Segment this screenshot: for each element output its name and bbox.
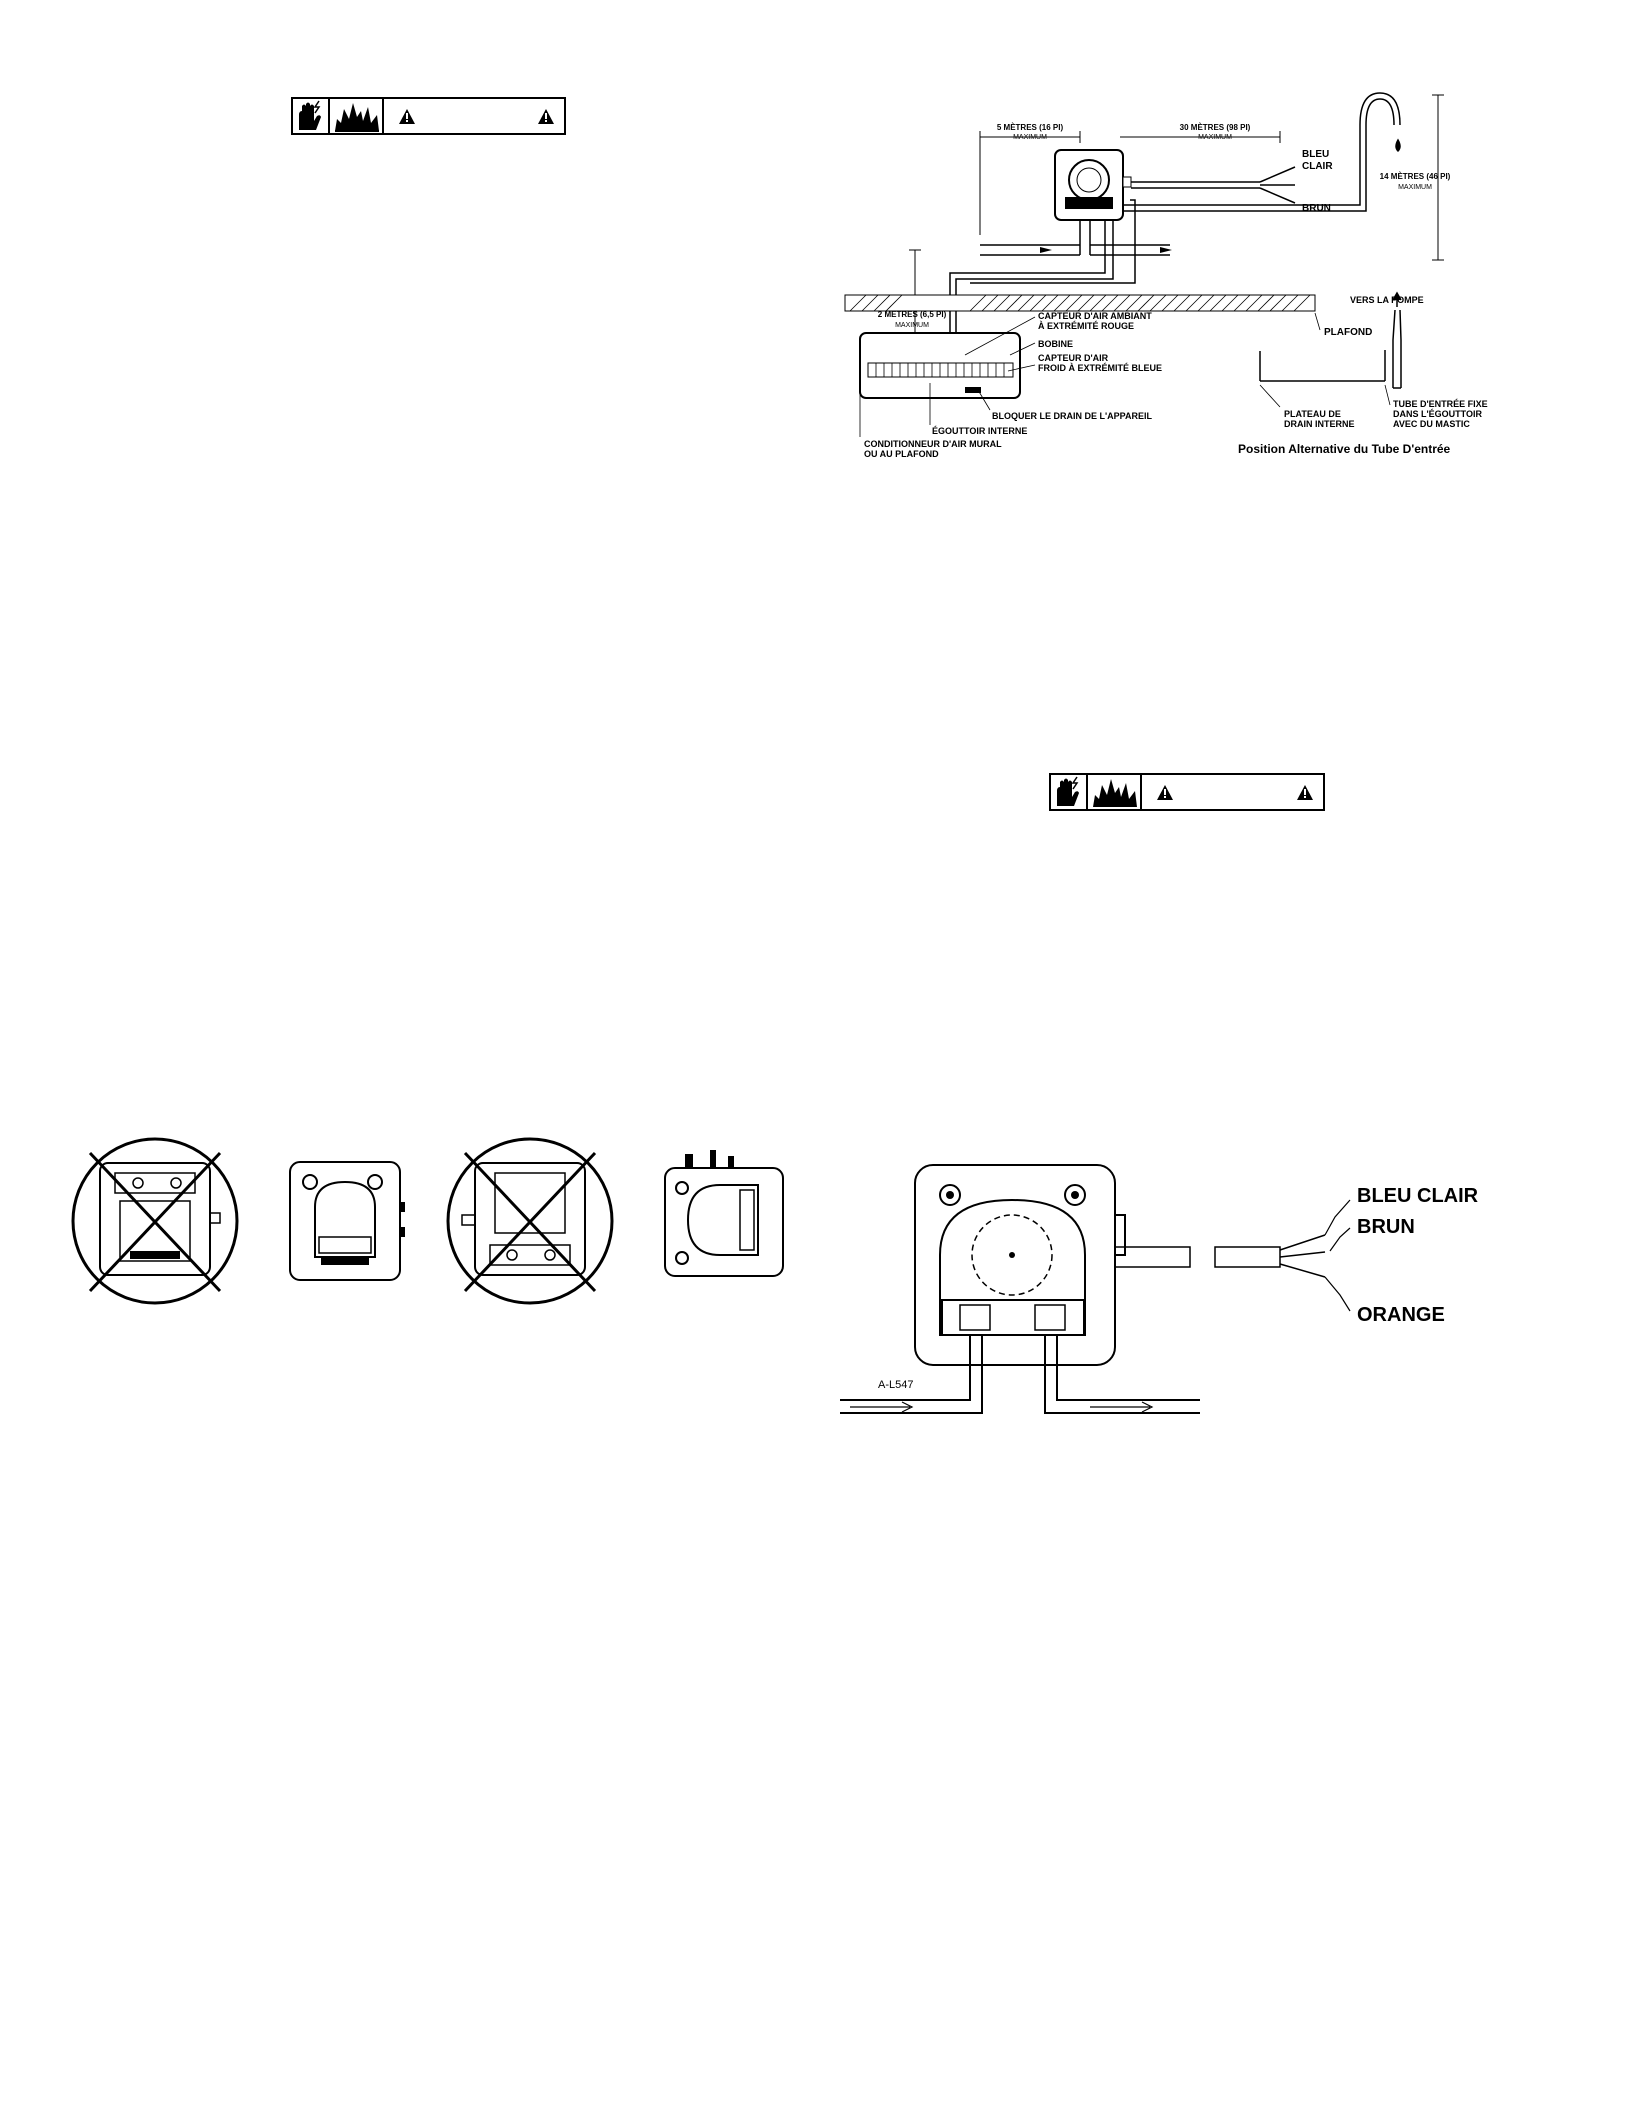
wire-label-brun: BRUN: [1357, 1216, 1415, 1238]
warning-triangle-icon: [399, 109, 415, 124]
label-conditionneur-2: OU AU PLAFOND: [864, 449, 939, 459]
label-capteur-ambiant-2: À EXTRÉMITÉ ROUGE: [1038, 321, 1134, 331]
dim-5m-label: 5 MÈTRES (16 PI): [997, 123, 1064, 132]
orientation-correct-2: [660, 1150, 790, 1282]
label-bobine: BOBINE: [1038, 339, 1073, 349]
label-capteur-froid-1: CAPTEUR D'AIR: [1038, 353, 1109, 363]
orientation-wrong-2: [440, 1133, 620, 1309]
wiring-diagram: BLEU CLAIR BRUN ORANGE A-L547: [830, 1155, 1550, 1480]
label-tube-2: DANS L'ÉGOUTTOIR: [1393, 409, 1482, 419]
orientation-wrong-1: [70, 1133, 240, 1309]
alternative-inlet-sketch: [1259, 291, 1402, 389]
warning-triangle-icon: [1297, 785, 1313, 800]
alt-position-caption: Position Alternative du Tube D'entrée: [1238, 442, 1451, 456]
dim-2m-max: MAXIMUM: [895, 322, 929, 329]
wire-label-orange: ORANGE: [1357, 1304, 1445, 1326]
label-plafond: PLAFOND: [1324, 327, 1372, 338]
hand-shock-icon: [299, 100, 321, 130]
label-bloquer-drain: BLOQUER LE DRAIN DE L'APPAREIL: [992, 411, 1152, 421]
pump-unit: [1054, 149, 1132, 221]
label-vers-la-pompe: VERS LA POMPE: [1350, 295, 1424, 305]
dim-2m-label: 2 MÈTRES (6,5 PI): [878, 310, 947, 319]
orientation-correct-1: [285, 1157, 406, 1285]
hand-shock-icon: [1057, 776, 1079, 806]
label-clair: CLAIR: [1302, 161, 1333, 172]
dim-5m-max: MAXIMUM: [1013, 134, 1047, 141]
dim-14m-max: MAXIMUM: [1398, 184, 1432, 191]
warning-triangle-icon: [1157, 785, 1173, 800]
label-tube-1: TUBE D'ENTRÉE FIXE: [1393, 399, 1488, 409]
dim-30m-label: 30 MÈTRES (98 PI): [1180, 123, 1251, 132]
dim-14m-label: 14 MÈTRES (46 PI): [1380, 172, 1451, 181]
label-conditionneur-1: CONDITIONNEUR D'AIR MURAL: [864, 439, 1002, 449]
installation-diagram: 5 MÈTRES (16 PI) MAXIMUM 30 MÈTRES (98 P…: [840, 85, 1540, 470]
dim-30m-max: MAXIMUM: [1198, 134, 1232, 141]
ceiling: [844, 294, 1316, 312]
fire-icon: [1093, 779, 1137, 807]
air-conditioner-unit: [859, 332, 1021, 399]
label-capteur-froid-2: FROID À EXTRÉMITÉ BLEUE: [1038, 363, 1162, 373]
warning-banner-bottom: [1049, 773, 1325, 811]
fire-icon: [335, 103, 379, 132]
label-bleu: BLEU: [1302, 149, 1329, 160]
label-brun-top: BRUN: [1302, 203, 1331, 214]
warning-banner-top: [291, 97, 566, 135]
figure-code: A-L547: [878, 1379, 913, 1391]
label-tube-3: AVEC DU MASTIC: [1393, 419, 1470, 429]
label-capteur-ambiant-1: CAPTEUR D'AIR AMBIANT: [1038, 311, 1152, 321]
warning-triangle-icon: [538, 109, 554, 124]
label-plateau-1: PLATEAU DE: [1284, 409, 1341, 419]
wire-label-bleu-clair: BLEU CLAIR: [1357, 1185, 1479, 1207]
label-egouttoir-interne: ÉGOUTTOIR INTERNE: [932, 426, 1027, 436]
label-plateau-2: DRAIN INTERNE: [1284, 419, 1355, 429]
